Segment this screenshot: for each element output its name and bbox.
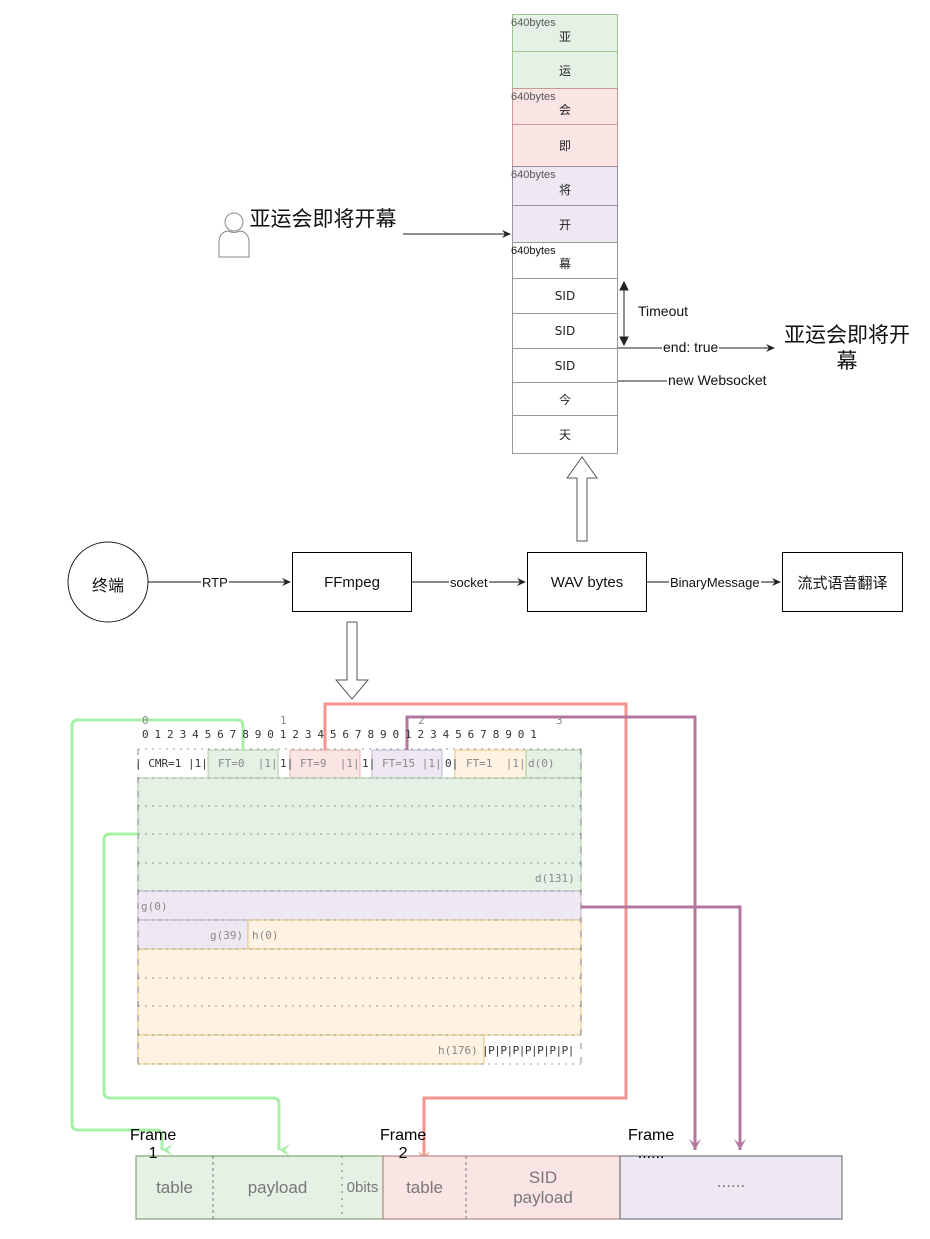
field-ft9: FT=9 |1|: [300, 757, 360, 770]
buffer-cell: 即: [512, 124, 618, 167]
field-g39: g(39): [210, 929, 244, 942]
edge-rtp-label: RTP: [201, 575, 229, 590]
ffmpeg-node: FFmpeg: [292, 552, 412, 612]
green-connector-inner: [102, 832, 290, 1156]
purple-connector-outer: [405, 715, 701, 1150]
field-h176: h(176): [438, 1044, 478, 1057]
field-h0: h(0): [252, 929, 279, 942]
field-f1: 1|: [280, 757, 294, 770]
frame-2-label: Frame 2: [380, 1127, 427, 1162]
buffer-cell: 运: [512, 51, 618, 89]
buffer-cell: 天: [512, 415, 618, 454]
field-d131: d(131): [535, 872, 575, 885]
red-connector: [323, 702, 628, 1162]
up-hollow-arrow: [566, 456, 598, 542]
user-icon: [218, 212, 250, 258]
buffer-cell-text: 亚: [558, 29, 571, 44]
buffer-cell: SID: [512, 313, 618, 349]
field-d0: d(0): [528, 757, 555, 770]
buffer-cell-text: 将: [558, 182, 571, 197]
field-cmr: | CMR=1 |1|: [135, 757, 208, 770]
new-websocket-label: new Websocket: [667, 372, 768, 388]
field-f1b: 1|: [362, 757, 376, 770]
frame-3-label: Frame ......: [628, 1127, 675, 1162]
buffer-cell-text: 运: [558, 63, 571, 78]
buffer-cell: SID: [512, 278, 618, 314]
buffer-cell-text: SID: [554, 324, 576, 338]
buffer-cell: SID: [512, 348, 618, 383]
green-connector-outer: [70, 718, 245, 1156]
terminal-node: 终端: [91, 576, 124, 595]
frame-3-content: ......: [716, 1171, 746, 1191]
buffer-cell-text: 开: [558, 217, 571, 232]
bit-decade-3: 3: [556, 714, 563, 727]
buffer-cell-text: SID: [554, 358, 576, 373]
end-true-label: end: true: [662, 339, 720, 355]
frame-2-table: table: [406, 1177, 443, 1197]
buffer-cell: 开: [512, 205, 618, 243]
bit-index-row: 0 1 2 3 4 5 6 7 8 9 0 1 2 3 4 5 6 7 8 9 …: [142, 728, 537, 741]
bit-decade-2: 2: [418, 714, 425, 727]
amr-packet-regions: [137, 749, 582, 1065]
stream-translation-node: 流式语音翻译: [782, 552, 903, 612]
buffer-cell-text: 天: [558, 428, 571, 442]
field-g0: g(0): [141, 900, 168, 913]
speaker-utterance: 亚运会即将开幕: [249, 207, 397, 231]
bytes-size-tag: 640bytes: [511, 17, 556, 29]
edge-socket-label: socket: [449, 575, 489, 590]
down-hollow-arrow: [334, 621, 370, 700]
field-ft0: FT=0 |1|: [218, 757, 278, 770]
field-padding: |P|P|P|P|P|P|P|: [482, 1044, 574, 1057]
translation-result: 亚运会即将开幕: [784, 323, 910, 373]
frame-1-table: table: [156, 1177, 193, 1197]
frame-boxes: [135, 1155, 843, 1220]
buffer-cell-text: 即: [558, 139, 571, 153]
bytes-size-tag: 640bytes: [511, 245, 556, 257]
bit-decade-0: 0: [142, 714, 149, 727]
frame-1-label: Frame 1: [130, 1127, 177, 1162]
bytes-size-tag: 640bytes: [511, 91, 556, 103]
purple-connector-inner: [581, 905, 746, 1150]
edge-binary-label: BinaryMessage: [669, 575, 761, 590]
timeout-arrow: [619, 280, 629, 347]
buffer-cell-text: 今: [558, 392, 571, 407]
frame-1-zero-bits: 0bits: [346, 1178, 379, 1196]
buffer-cell-text: SID: [554, 289, 576, 303]
buffer-cell: 今: [512, 382, 618, 416]
buffer-cell-text: 幕: [558, 257, 571, 271]
timeout-label: Timeout: [637, 303, 690, 319]
field-ft1: FT=1 |1|: [466, 757, 526, 770]
buffer-cell-text: 会: [558, 103, 571, 117]
bytes-size-tag: 640bytes: [511, 169, 556, 181]
wav-bytes-node: WAV bytes: [527, 552, 647, 612]
frame-1-payload: payload: [247, 1177, 308, 1197]
buffer-cell: 将: [512, 166, 618, 206]
field-f0: 0|: [445, 757, 459, 770]
field-ft15: FT=15 |1|: [382, 757, 442, 770]
frame-2-sid-payload: SID payload: [513, 1167, 573, 1207]
bit-decade-1: 1: [280, 714, 287, 727]
